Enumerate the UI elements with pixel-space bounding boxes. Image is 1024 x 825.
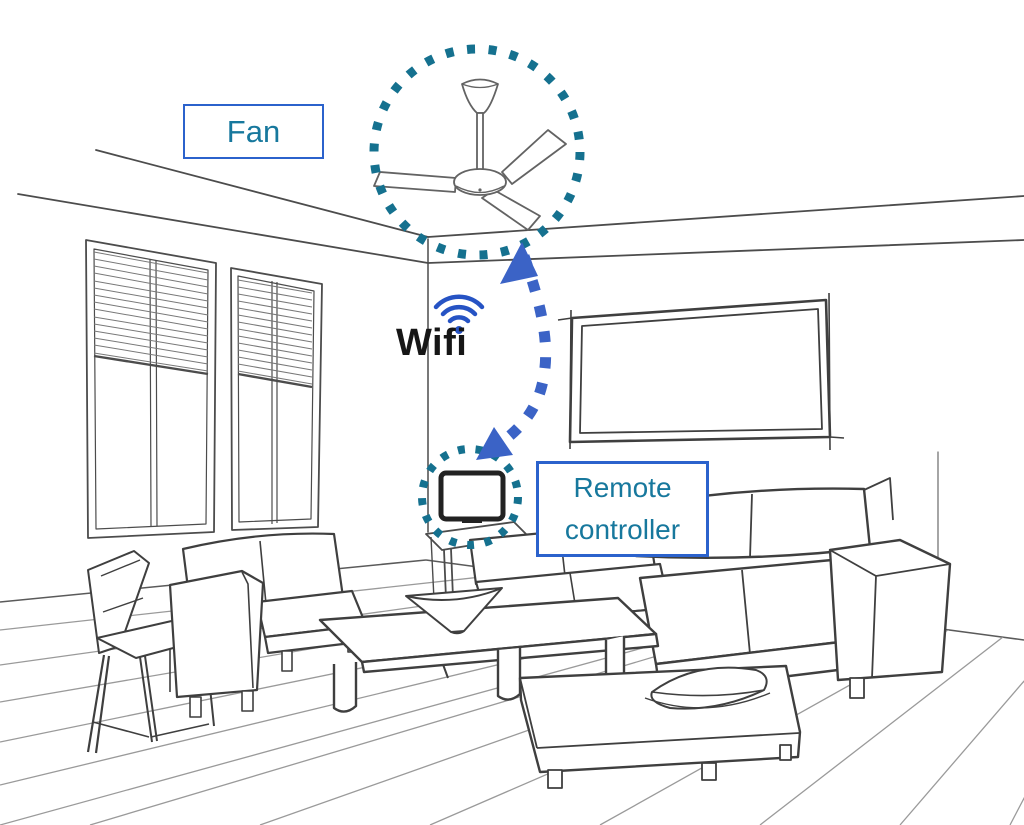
chair-leg <box>139 655 158 743</box>
ottoman-leg <box>701 762 717 781</box>
window-mullion <box>149 258 158 528</box>
remote-controller-device <box>438 470 506 523</box>
chair-leg <box>86 654 111 754</box>
fan-label-text: Fan <box>226 113 281 149</box>
sofa-leg <box>281 650 293 672</box>
wifi-label: Wifi <box>396 322 467 365</box>
remote-controller-label: Remote controller <box>536 461 709 557</box>
decorative-bowl <box>405 587 503 635</box>
sofa-leg <box>849 677 865 699</box>
sofa-leg <box>241 690 254 712</box>
sofa-leg <box>189 696 202 718</box>
ottoman-leg <box>547 769 563 789</box>
ottoman <box>518 664 802 789</box>
ceiling-fan-drawing <box>373 78 567 231</box>
fan-label: Fan <box>183 104 324 159</box>
window-right <box>230 267 323 531</box>
wifi-label-text: Wifi <box>396 322 468 364</box>
coffee-table <box>318 596 660 713</box>
wall-frame <box>557 292 845 451</box>
arrowhead-down <box>476 427 513 460</box>
table-leg <box>496 648 522 701</box>
fan-blade <box>373 171 457 193</box>
remote-dotted-circle <box>418 445 522 549</box>
fan-canopy <box>461 78 499 114</box>
arrowhead-up <box>500 242 538 284</box>
window-blinds <box>237 279 313 385</box>
window-left <box>85 239 217 539</box>
fan-rod <box>476 112 484 171</box>
fan-dotted-circle <box>369 44 585 260</box>
fan-blade <box>481 189 541 231</box>
wifi-signal-icon <box>433 294 485 334</box>
dashed-double-arrow <box>476 242 552 460</box>
remote-label-line2: controller <box>564 514 681 545</box>
pillow <box>650 666 768 710</box>
window-blinds <box>93 251 209 372</box>
table-leg <box>332 662 358 713</box>
ottoman-leg <box>779 744 792 761</box>
remote-label-line1: Remote <box>573 472 672 503</box>
fan-blade <box>501 129 567 185</box>
fan-hub <box>453 168 507 196</box>
window-mullion <box>271 281 278 524</box>
